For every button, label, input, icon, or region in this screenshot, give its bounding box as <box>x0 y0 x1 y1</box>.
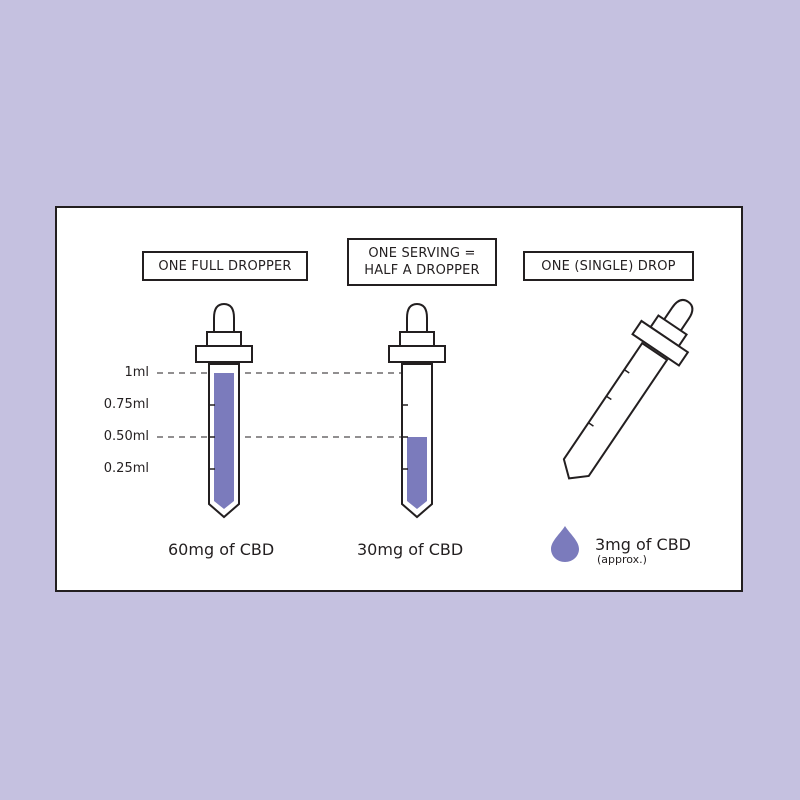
label-one-serving: ONE SERVING = HALF A DROPPER <box>347 238 497 286</box>
dropper-cap <box>195 345 253 363</box>
dropper-illustration <box>157 299 694 562</box>
scale-label-050ml: 0.50ml <box>103 429 149 444</box>
label-text-line1: ONE SERVING = <box>368 246 476 261</box>
tick-1 <box>623 369 630 374</box>
dropper-liquid <box>407 437 427 501</box>
label-one-full-dropper: ONE FULL DROPPER <box>142 251 308 281</box>
approx-note: (approx.) <box>597 553 647 566</box>
tick-2 <box>605 395 612 401</box>
dropper-liquid <box>214 373 234 501</box>
scale-label-1ml: 1ml <box>124 365 149 380</box>
dropper-tip-liquid <box>214 501 234 509</box>
amount-half-dropper: 30mg of CBD <box>357 540 464 559</box>
dropper-collar <box>399 331 435 347</box>
scale-label-025ml: 0.25ml <box>103 461 149 476</box>
dropper-tip-liquid <box>407 501 427 509</box>
tilted-dropper <box>562 299 694 480</box>
amount-single-drop: 3mg of CBD <box>595 535 691 554</box>
dropper-collar <box>206 331 242 347</box>
dropper-tube <box>562 341 669 480</box>
dropper-cap <box>388 345 446 363</box>
drop-icon <box>551 526 579 562</box>
dosage-card: ONE FULL DROPPER ONE SERVING = HALF A DR… <box>55 206 743 592</box>
label-text: ONE (SINGLE) DROP <box>541 258 676 274</box>
label-text: ONE FULL DROPPER <box>158 258 292 274</box>
tick-3 <box>588 422 594 427</box>
full-dropper <box>195 302 253 519</box>
half-dropper <box>388 302 446 519</box>
amount-full-dropper: 60mg of CBD <box>168 540 275 559</box>
label-single-drop: ONE (SINGLE) DROP <box>523 251 694 281</box>
dropper-cap <box>631 319 690 367</box>
scale-label-075ml: 0.75ml <box>103 397 149 412</box>
label-text-line2: HALF A DROPPER <box>364 263 480 278</box>
